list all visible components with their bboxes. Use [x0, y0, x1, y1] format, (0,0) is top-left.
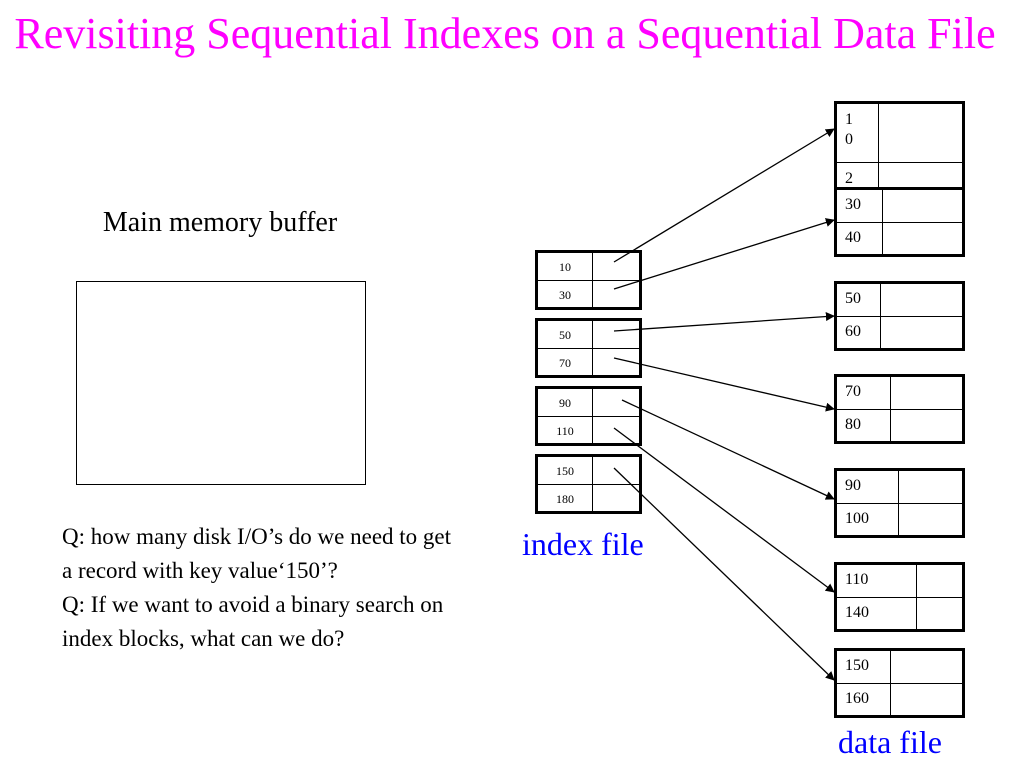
record-key-label: 60 — [845, 323, 861, 340]
data-block-5: 90 100 — [834, 468, 965, 538]
data-record: 100 — [837, 503, 962, 535]
data-block-6: 110 140 — [834, 562, 965, 632]
record-key: 50 — [837, 284, 881, 316]
index-key-label: 90 — [559, 396, 571, 410]
record-key: 10 — [837, 104, 879, 162]
data-block-7: 150 160 — [834, 648, 965, 718]
index-key-label: 110 — [556, 424, 574, 438]
index-entry: 90 — [538, 389, 639, 416]
record-key: 70 — [837, 377, 891, 409]
record-key-label: 30 — [845, 196, 861, 213]
index-block-1: 10 30 — [535, 250, 642, 310]
index-key-label: 10 — [559, 260, 571, 274]
question-1: Q: how many disk I/O’s do we need to get… — [62, 524, 452, 583]
record-key-label: 150 — [845, 657, 869, 674]
index-key: 50 — [538, 321, 593, 348]
data-record: 70 — [837, 377, 962, 409]
data-record: 140 — [837, 597, 962, 629]
index-entry: 180 — [538, 484, 639, 511]
index-entry: 110 — [538, 416, 639, 443]
index-block-2: 50 70 — [535, 318, 642, 378]
data-record: 150 — [837, 651, 962, 683]
index-key: 10 — [538, 253, 593, 280]
index-key: 70 — [538, 349, 593, 375]
record-key: 160 — [837, 684, 891, 715]
index-key-label: 50 — [559, 328, 571, 342]
record-key: 110 — [837, 565, 917, 597]
index-block-4: 150 180 — [535, 454, 642, 514]
record-key-label: 100 — [845, 510, 869, 527]
data-block-2: 30 40 — [834, 187, 965, 257]
record-key: 30 — [837, 190, 883, 222]
record-key-label: 80 — [845, 416, 861, 433]
buffer-label: Main memory buffer — [102, 207, 338, 238]
pointer-arrow-10 — [613, 128, 835, 263]
record-key: 60 — [837, 317, 881, 348]
pointer-arrow-70 — [613, 357, 835, 412]
data-record: 50 — [837, 284, 962, 316]
pointer-arrow-150 — [613, 467, 835, 681]
record-key-label: 70 — [845, 383, 861, 400]
pointer-arrow-90 — [621, 399, 835, 500]
data-record: 110 — [837, 565, 962, 597]
data-block-4: 70 80 — [834, 374, 965, 444]
pointer-arrow-110 — [613, 427, 835, 593]
pointer-arrow-30 — [613, 218, 835, 290]
questions: Q: how many disk I/O’s do we need to get… — [62, 520, 462, 656]
record-key-label: 90 — [845, 477, 861, 494]
record-key-label: 10 — [845, 111, 853, 148]
data-record: 80 — [837, 409, 962, 441]
record-key-label: 110 — [845, 571, 869, 588]
slide-title: Revisiting Sequential Indexes on a Seque… — [14, 9, 996, 58]
index-entry: 50 — [538, 321, 639, 348]
record-key: 150 — [837, 651, 891, 683]
index-key-label: 150 — [556, 464, 574, 478]
pointer-arrow-50 — [613, 312, 835, 332]
record-key-label: 140 — [845, 604, 869, 621]
index-entry: 150 — [538, 457, 639, 484]
index-entry: 70 — [538, 348, 639, 375]
data-record: 10 — [837, 104, 962, 162]
data-file-label: data file — [838, 724, 942, 760]
index-key: 180 — [538, 485, 593, 511]
data-record: 30 — [837, 190, 962, 222]
data-record: 60 — [837, 316, 962, 348]
record-key: 40 — [837, 223, 883, 254]
record-key: 140 — [837, 598, 917, 629]
index-entry: 30 — [538, 280, 639, 307]
index-key-label: 180 — [556, 492, 574, 506]
index-key: 90 — [538, 389, 593, 416]
data-record: 90 — [837, 471, 962, 503]
record-key: 100 — [837, 504, 899, 535]
index-key-label: 70 — [559, 356, 571, 370]
index-key-label: 30 — [559, 288, 571, 302]
question-2: Q: If we want to avoid a binary search o… — [62, 592, 444, 651]
main-memory-buffer — [76, 281, 366, 485]
data-record: 160 — [837, 683, 962, 715]
record-key-label: 50 — [845, 290, 861, 307]
index-key: 150 — [538, 457, 593, 484]
record-key-label: 160 — [845, 690, 869, 707]
data-record: 40 — [837, 222, 962, 254]
index-entry: 10 — [538, 253, 639, 280]
record-key: 90 — [837, 471, 899, 503]
index-key: 110 — [538, 417, 593, 443]
record-key: 80 — [837, 410, 891, 441]
data-block-3: 50 60 — [834, 281, 965, 351]
index-file-label: index file — [522, 526, 644, 562]
index-key: 30 — [538, 281, 593, 307]
record-key-label: 40 — [845, 229, 861, 246]
